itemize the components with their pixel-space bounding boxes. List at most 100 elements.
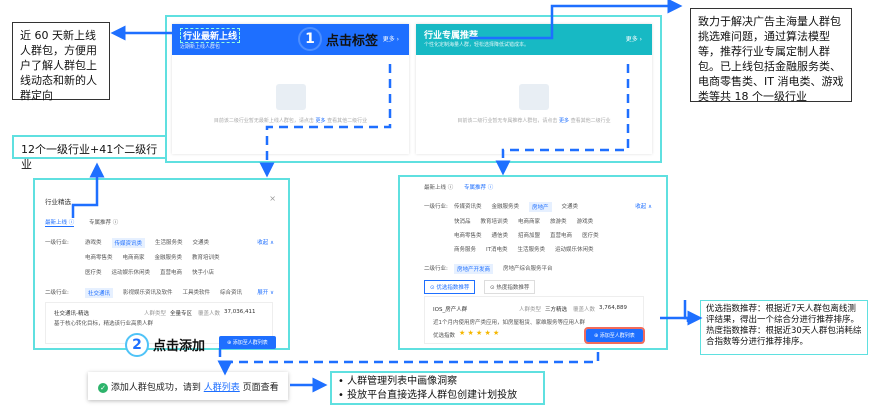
industry-chip[interactable]: 金融服务类 — [154, 255, 183, 261]
industry-chip[interactable]: 招商加盟 — [518, 233, 541, 239]
audience-desc: 近1个月内使用房产类应用，如房屋租赁、家维服务等应用人群 — [433, 320, 586, 326]
industry-chip[interactable]: 医疗类 — [85, 270, 102, 276]
type-value: 三方精选 — [545, 307, 568, 313]
audience-list-link[interactable]: 人群列表 — [203, 383, 240, 393]
industry-chip[interactable]: 生活服务类 — [155, 240, 183, 246]
size-value: 3,764,889 — [599, 305, 627, 311]
industry-chip[interactable]: 电商商家 — [122, 255, 145, 261]
close-icon[interactable]: × — [269, 194, 276, 203]
card-title[interactable]: 行业最新上线 — [180, 28, 241, 43]
size-label: 覆盖人数 — [573, 307, 596, 313]
industry-chip[interactable]: 交通类 — [192, 240, 210, 246]
more-link[interactable]: 更多 — [558, 118, 569, 124]
ranking-preferred: 优选指数推荐：根据近7天人群包离线测评结果，得出一个综合分进行推荐排序。 — [706, 304, 860, 325]
audience-item: IOS_房产人群 人群类型 三方精选 覆盖人数 3,764,889 近1个月内使… — [424, 296, 644, 344]
modal-title: 行业精选 — [45, 198, 71, 206]
callout-exclusive: 致力于解决广告主海量人群包挑选难问题，通过算法模型等，推荐行业专属定制人群包。已… — [690, 8, 852, 103]
tab-newest[interactable]: 最新上线 ⓘ — [424, 185, 454, 191]
industry-chip[interactable]: 教育培训类 — [480, 219, 509, 225]
l1-label: 一级行业: — [45, 240, 69, 246]
size-label: 覆盖人数 — [198, 311, 221, 317]
collapse-link[interactable]: 收起 ∧ — [635, 204, 652, 210]
dashed-arrow-toast — [217, 352, 600, 376]
usage-item: • 投放平台直接选择人群包创建计划投放 — [338, 390, 518, 401]
card-subtitle: 近期新上线人群包 — [180, 44, 221, 50]
industry-chip[interactable]: 运动娱乐休闲类 — [555, 247, 594, 253]
industry-chip[interactable]: 工具类软件 — [182, 290, 211, 296]
industry-modal: 最新上线 ⓘ 专属推荐 ⓘ 一级行业: 传媒资讯类 金融服务类 房地产 交通类 快消品… — [404, 179, 664, 347]
industry-chip[interactable]: 教育培训类 — [192, 255, 220, 261]
arrow-to-exclusive-callout — [470, 0, 683, 40]
left-modal-frame: 行业精选 × 最新上线 ⓘ 专属推荐 ⓘ 一级行业: 游戏类 传媒资讯类 生活服务类… — [33, 178, 290, 350]
arrow-to-ranking-callout-head — [683, 300, 703, 326]
toast-text-end: 页面查看 — [239, 383, 279, 393]
industry-chip[interactable]: 传媒资讯类 — [111, 238, 146, 248]
callout-new-audience: 近 60 天新上线人群包，方便用户了解人群包上线动态和新的人群定向 — [12, 22, 110, 102]
industry-chip[interactable]: 游戏类 — [85, 240, 102, 246]
industry-chip[interactable]: 房地产 — [529, 202, 552, 212]
industry-chip[interactable]: 综合资讯 — [220, 290, 243, 296]
top-cards-frame: 行业最新上线 近期新上线人群包 更多 › 目前该二级行业暂无最新上线人群包，请点… — [165, 15, 662, 163]
card-title[interactable]: 行业专属推荐 — [424, 31, 479, 41]
industry-chip[interactable]: 金融服务类 — [491, 204, 520, 210]
industry-chip[interactable]: 快手小店 — [192, 270, 215, 276]
empty-illustration — [519, 84, 549, 110]
sort-preferred-tab[interactable]: ⊙ 优选指数推荐 — [424, 280, 476, 294]
tab-exclusive[interactable]: 专属推荐 ⓘ — [89, 220, 119, 226]
callout-industry-count: 12个一级行业+41个二级行业 — [12, 135, 167, 171]
industry-chip[interactable]: 直营电商 — [550, 233, 573, 239]
industry-chip[interactable]: 交通类 — [561, 204, 579, 210]
tab-exclusive[interactable]: 专属推荐 ⓘ — [464, 185, 494, 191]
add-to-list-button[interactable]: ⊕ 添加至人群列表 — [584, 327, 645, 344]
industry-chip[interactable]: 运动娱乐休闲类 — [111, 270, 151, 276]
industry-chip[interactable]: 通信类 — [491, 233, 509, 239]
industry-chip[interactable]: 传媒资讯类 — [454, 204, 482, 210]
card-subtitle: 个性化定制海量人群，轻松选择降低试错成本。 — [424, 42, 530, 48]
arrow-to-industry-count — [71, 162, 105, 218]
empty-illustration — [275, 84, 306, 110]
industry-chip[interactable]: 房地产开发商 — [454, 264, 494, 274]
tab-newest[interactable]: 最新上线 ⓘ — [45, 220, 75, 227]
callout-ranking: 优选指数推荐：根据近7天人群包离线测评结果，得出一个综合分进行推荐排序。 热度指… — [700, 300, 868, 355]
industry-chip[interactable]: 旅游类 — [550, 219, 567, 225]
industry-chip[interactable]: 商务服务 — [454, 247, 477, 253]
ranking-heat: 热度指数推荐：根据近30天人群包消耗综合指数等分进行推荐排序。 — [706, 326, 862, 347]
type-label: 人群类型 — [144, 311, 167, 317]
right-modal-frame: 最新上线 ⓘ 专属推荐 ⓘ 一级行业: 传媒资讯类 金融服务类 房地产 交通类 快消品… — [398, 175, 668, 350]
empty-text: 目前该二级行业暂无最新上线人群包，请点击 更多 查看其他二级行业 — [213, 118, 368, 124]
score-label: 优选指数 — [433, 333, 456, 339]
industry-chip[interactable]: 医疗类 — [582, 233, 599, 239]
expand-link[interactable]: 展开 ∨ — [257, 290, 274, 296]
collapse-link[interactable]: 收起 ∧ — [257, 240, 274, 246]
industry-chip[interactable]: 影视娱乐资讯及软件 — [123, 290, 173, 296]
audience-name: 社交通讯-精选 — [54, 311, 89, 317]
l1-label: 一级行业: — [424, 204, 448, 210]
card-newest: 行业最新上线 近期新上线人群包 更多 › 目前该二级行业暂无最新上线人群包，请点… — [172, 24, 409, 154]
sort-heat-tab[interactable]: ⊙ 热度指数推荐 — [484, 280, 536, 294]
audience-item: 社交通讯-精选 人群类型 全量专区 覆盖人数 37,036,411 基于核心转化… — [45, 302, 273, 344]
card-exclusive-header[interactable]: 行业专属推荐 个性化定制海量人群，轻松选择降低试错成本。 更多 › — [416, 24, 652, 55]
audience-name: IOS_房产人群 — [433, 307, 468, 313]
industry-chip[interactable]: 快消品 — [454, 219, 471, 225]
card-newest-header[interactable]: 行业最新上线 近期新上线人群包 更多 › — [172, 24, 409, 55]
industry-chip[interactable]: 社交通讯 — [85, 288, 114, 298]
industry-chip[interactable]: 生活服务类 — [517, 247, 546, 253]
industry-chip[interactable]: 游戏类 — [576, 219, 594, 225]
industry-chip[interactable]: 房地产综合服务平台 — [503, 266, 553, 272]
step-1-label: 点击标签 — [326, 34, 379, 49]
industry-chip[interactable]: 电商零售类 — [454, 233, 482, 239]
industry-chip[interactable]: 电商商家 — [518, 219, 541, 225]
callout-usage: • 人群管理列表中画像洞察 • 投放平台直接选择人群包创建计划投放 — [330, 371, 545, 405]
step-2-label: 点击添加 — [153, 339, 206, 354]
more-link[interactable]: 更多 — [315, 118, 326, 124]
more-link[interactable]: 更多 › — [625, 36, 642, 43]
usage-item: • 人群管理列表中画像洞察 — [338, 376, 458, 387]
industry-chip[interactable]: 电商零售类 — [85, 255, 113, 261]
industry-chip[interactable]: 直营电商 — [160, 270, 183, 276]
l2-label: 二级行业: — [45, 290, 69, 296]
industry-chip[interactable]: IT消电类 — [486, 247, 508, 253]
more-link[interactable]: 更多 › — [382, 36, 399, 43]
add-to-list-button[interactable]: ⊕ 添加至人群列表 — [219, 336, 276, 349]
audience-desc: 基于核心转化目标，精选该行业高质人群 — [54, 321, 154, 327]
